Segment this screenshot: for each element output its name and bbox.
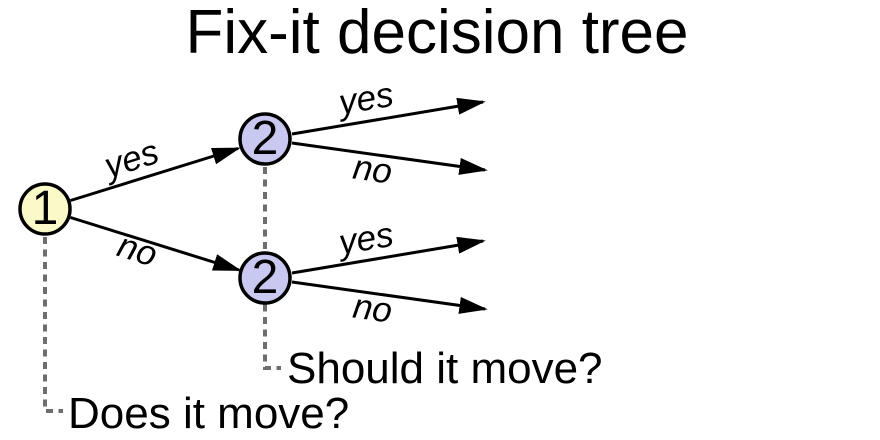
edge-node2b-yes-line	[291, 236, 486, 275]
edge-node2a-yes-line	[291, 97, 486, 136]
node-1-label: 1	[32, 182, 59, 235]
edge-label-node2a-yes: yes	[334, 75, 396, 123]
edge-node2a-no-line	[291, 141, 488, 175]
question-node2: Should it move?	[287, 344, 603, 393]
edge-label-node1-yes: yes	[98, 132, 164, 186]
node-2a-label: 2	[252, 112, 279, 165]
edge-label-node2b-no: no	[351, 287, 395, 331]
edge-node2b-no-line	[291, 280, 488, 314]
question-node1: Does it move?	[68, 389, 349, 438]
edge-label-node2b-yes: yes	[334, 215, 396, 263]
node-2b-circle	[238, 251, 292, 305]
dashed-connector-node2	[263, 167, 281, 370]
edge-node1-no-line	[70, 216, 242, 272]
node-2a-circle	[238, 112, 292, 166]
dashed-connector-node1	[43, 237, 63, 413]
node-1-circle	[18, 182, 72, 236]
edge-node1-yes-line	[70, 147, 241, 202]
node-2b-label: 2	[252, 251, 279, 304]
diagram-title: Fix-it decision tree	[185, 0, 688, 67]
edge-label-node2a-no: no	[351, 148, 395, 192]
